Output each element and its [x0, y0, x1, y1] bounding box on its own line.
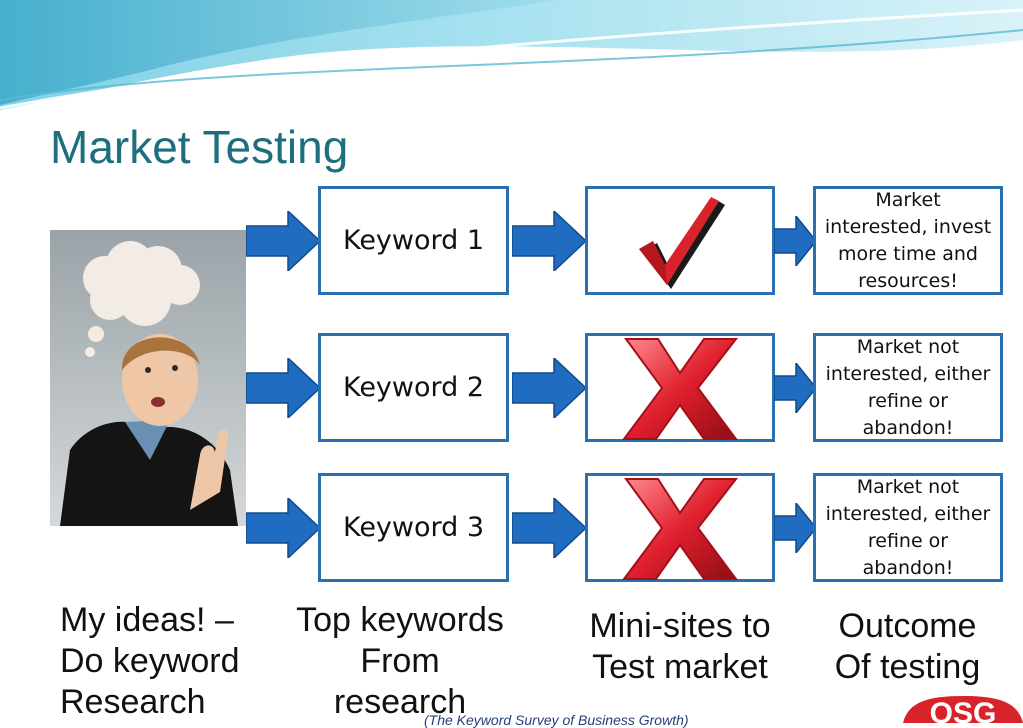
caption-line: From research [333, 642, 467, 721]
minisite-result-box-3 [585, 473, 775, 582]
outcome-line: Market [875, 188, 941, 211]
keyword-label: Keyword 1 [342, 225, 485, 256]
caption-line: Do keyword [60, 642, 240, 680]
outcome-line: abandon! [862, 556, 954, 579]
keyword-label: Keyword 2 [342, 372, 485, 403]
svg-text:OSG: OSG [930, 697, 997, 723]
caption-line: Of testing [834, 648, 981, 686]
outcome-line: refine or [867, 529, 949, 552]
arrow-to-outcome-1 [774, 215, 816, 266]
outcome-line: refine or [867, 389, 949, 412]
outcome-box-2: Market not interested, either refine or aba… [813, 333, 1003, 442]
keyword-label: Keyword 3 [342, 512, 485, 543]
arrow-to-keyword-3 [246, 497, 320, 558]
outcome-line: Market not [856, 475, 960, 498]
caption-outcome: Outcome Of testing [810, 606, 1005, 688]
slide-title: Market Testing [50, 121, 349, 173]
cross-icon [622, 477, 739, 580]
arrow-to-outcome-2 [774, 362, 816, 413]
arrow-to-minisite-3 [512, 497, 586, 558]
outcome-box-1: Market interested, invest more time and res… [813, 186, 1003, 295]
caption-line: Mini-sites to [589, 607, 771, 645]
outcome-box-3: Market not interested, either refine or aba… [813, 473, 1003, 582]
checkmark-icon [639, 196, 725, 289]
footer-text: (The Keyword Survey of Business Growth) [424, 712, 689, 728]
thinking-boy-photo [50, 230, 246, 526]
caption-line: Outcome [838, 607, 977, 645]
caption-line: Top keywords [296, 601, 504, 639]
outcome-line: abandon! [862, 416, 954, 439]
caption-my-ideas: My ideas! – Do keyword Research [60, 600, 240, 723]
osg-logo: OSG [903, 696, 1023, 723]
caption-top-keywords: Top keywords From research [290, 600, 510, 723]
caption-mini-sites: Mini-sites to Test market [580, 606, 780, 688]
arrow-to-minisite-1 [512, 210, 586, 271]
arrow-to-keyword-2 [246, 357, 320, 418]
keyword-box-2: Keyword 2 [318, 333, 509, 442]
caption-line: My ideas! – [60, 601, 234, 639]
keyword-box-1: Keyword 1 [318, 186, 509, 295]
keyword-box-3: Keyword 3 [318, 473, 509, 582]
caption-line: Test market [592, 648, 768, 686]
outcome-line: Market not [856, 335, 960, 358]
header-wave-decoration [0, 0, 1023, 110]
caption-line: Research [60, 683, 206, 721]
outcome-line: more time and [838, 242, 978, 265]
outcome-line: resources! [858, 269, 958, 292]
minisite-result-box-2 [585, 333, 775, 442]
arrow-to-outcome-3 [774, 502, 816, 553]
outcome-line: interested, either [825, 502, 991, 525]
outcome-line: interested, either [825, 362, 991, 385]
arrow-to-minisite-2 [512, 357, 586, 418]
outcome-line: interested, invest [824, 215, 992, 238]
cross-icon [622, 337, 739, 440]
minisite-result-box-1 [585, 186, 775, 295]
arrow-to-keyword-1 [246, 210, 320, 271]
